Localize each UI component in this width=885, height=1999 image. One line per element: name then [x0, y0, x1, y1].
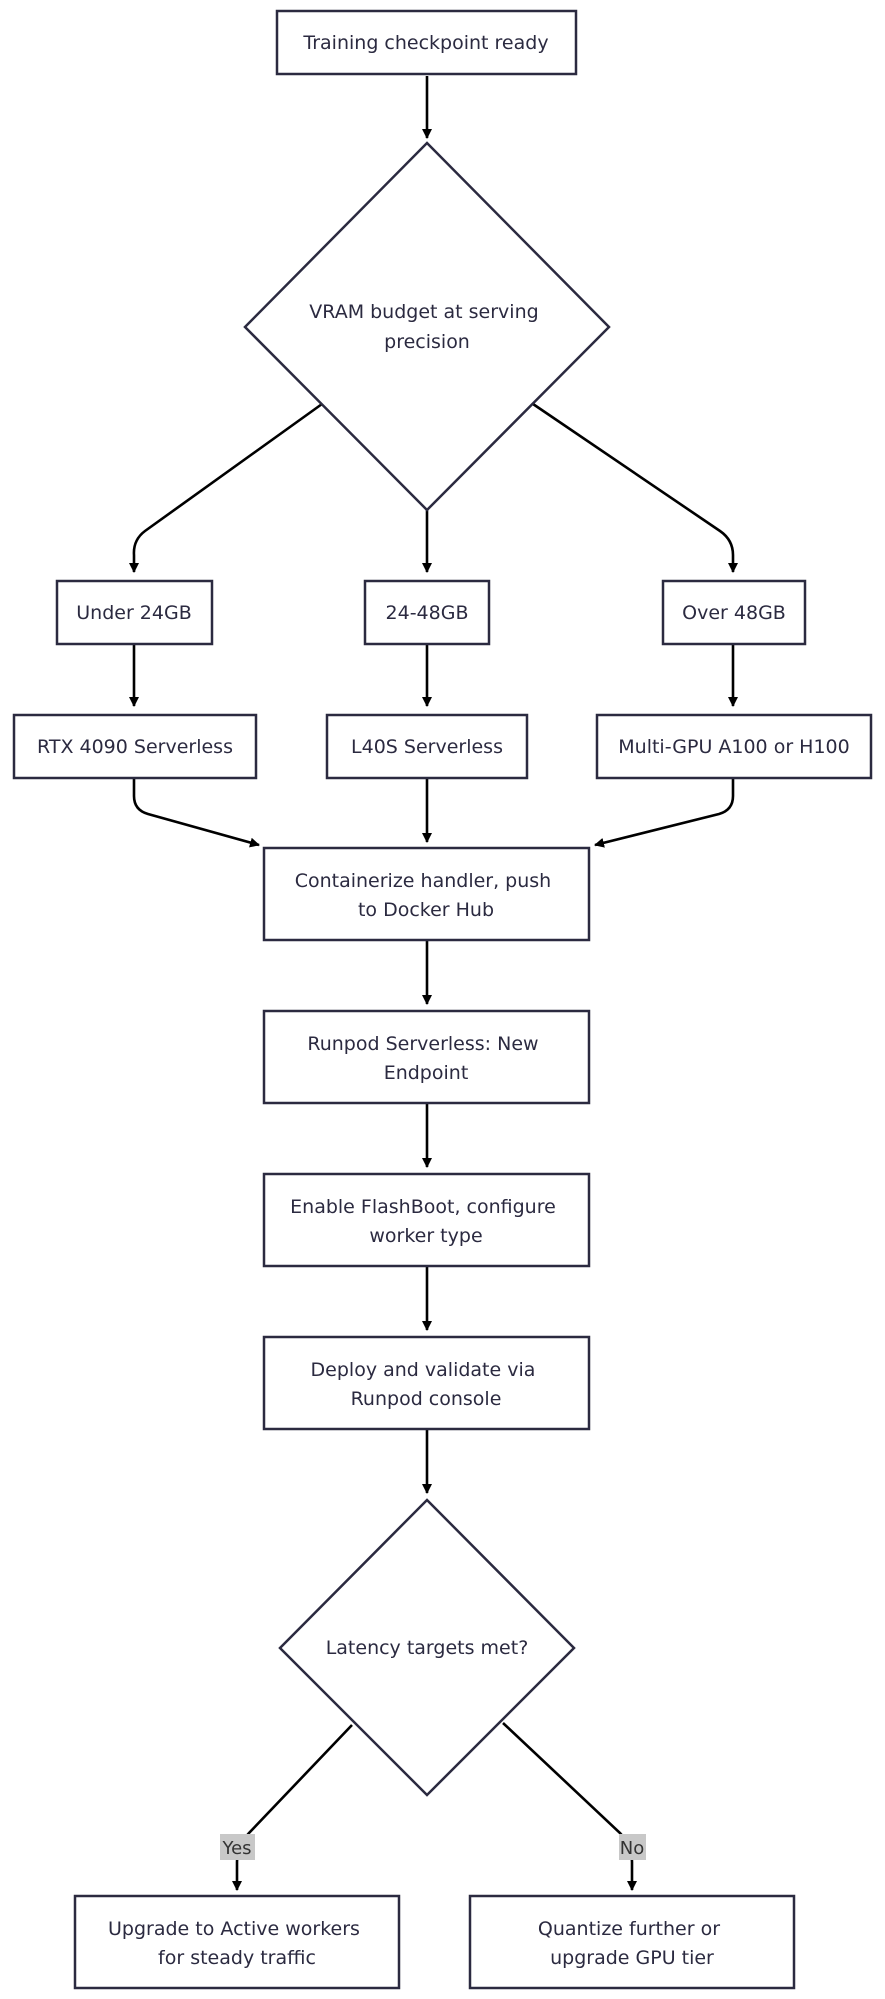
node-under-24gb: Under 24GB	[55, 579, 214, 646]
node-enable-flashboot-text: Enable FlashBoot, configure worker type	[290, 1196, 562, 1247]
edge-latency-to-active	[232, 1724, 353, 1891]
node-runpod-new-endpoint: Runpod Serverless: New Endpoint	[262, 1009, 591, 1105]
node-runpod-new-endpoint-text: Runpod Serverless: New Endpoint	[307, 1033, 544, 1084]
node-24-48gb-text: 24-48GB	[386, 602, 469, 624]
edge-label-yes: Yes	[220, 1834, 255, 1860]
edge-vram-to-under24	[129, 402, 323, 573]
node-deploy-validate: Deploy and validate via Runpod console	[262, 1335, 591, 1431]
node-quantize-or-upgrade: Quantize further or upgrade GPU tier	[468, 1894, 796, 1990]
edge-label-no: No	[619, 1834, 646, 1860]
node-quantize-or-upgrade-text: Quantize further or upgrade GPU tier	[538, 1918, 726, 1969]
node-containerize-handler-text: Containerize handler, push to Docker Hub	[295, 870, 558, 921]
edge-multi-to-container	[594, 778, 735, 848]
node-over-48gb-text: Over 48GB	[682, 602, 786, 624]
edges	[129, 76, 738, 1891]
edge-latency-to-quantize	[502, 1722, 637, 1891]
node-training-checkpoint-ready: Training checkpoint ready	[275, 9, 578, 76]
node-vram-budget-decision: VRAM budget at serving precision	[243, 141, 611, 512]
node-l40s-serverless-text: L40S Serverless	[351, 736, 503, 758]
edge-label-no-text: No	[620, 1838, 644, 1859]
node-latency-decision-text: Latency targets met?	[326, 1637, 529, 1659]
node-l40s-serverless: L40S Serverless	[325, 713, 529, 780]
node-deploy-validate-text: Deploy and validate via Runpod console	[311, 1359, 542, 1410]
node-upgrade-active-workers: Upgrade to Active workers for steady tra…	[73, 1894, 401, 1990]
node-multi-gpu-a100-h100-text: Multi-GPU A100 or H100	[618, 736, 849, 758]
node-vram-budget-decision-text: VRAM budget at serving precision	[309, 301, 544, 353]
edge-rtx-to-container	[132, 778, 260, 848]
node-under-24gb-text: Under 24GB	[76, 602, 191, 624]
node-latency-decision: Latency targets met?	[278, 1498, 576, 1797]
node-training-checkpoint-ready-text: Training checkpoint ready	[302, 32, 548, 54]
node-enable-flashboot: Enable FlashBoot, configure worker type	[262, 1172, 591, 1268]
node-multi-gpu-a100-h100: Multi-GPU A100 or H100	[595, 713, 873, 780]
edge-vram-to-over48	[532, 402, 738, 573]
edge-label-yes-text: Yes	[221, 1838, 251, 1859]
node-rtx-4090-serverless: RTX 4090 Serverless	[12, 713, 258, 780]
node-containerize-handler: Containerize handler, push to Docker Hub	[262, 846, 591, 942]
node-24-48gb: 24-48GB	[363, 579, 491, 646]
node-rtx-4090-serverless-text: RTX 4090 Serverless	[37, 736, 233, 758]
node-over-48gb: Over 48GB	[661, 579, 807, 646]
node-upgrade-active-workers-text: Upgrade to Active workers for steady tra…	[108, 1918, 366, 1969]
